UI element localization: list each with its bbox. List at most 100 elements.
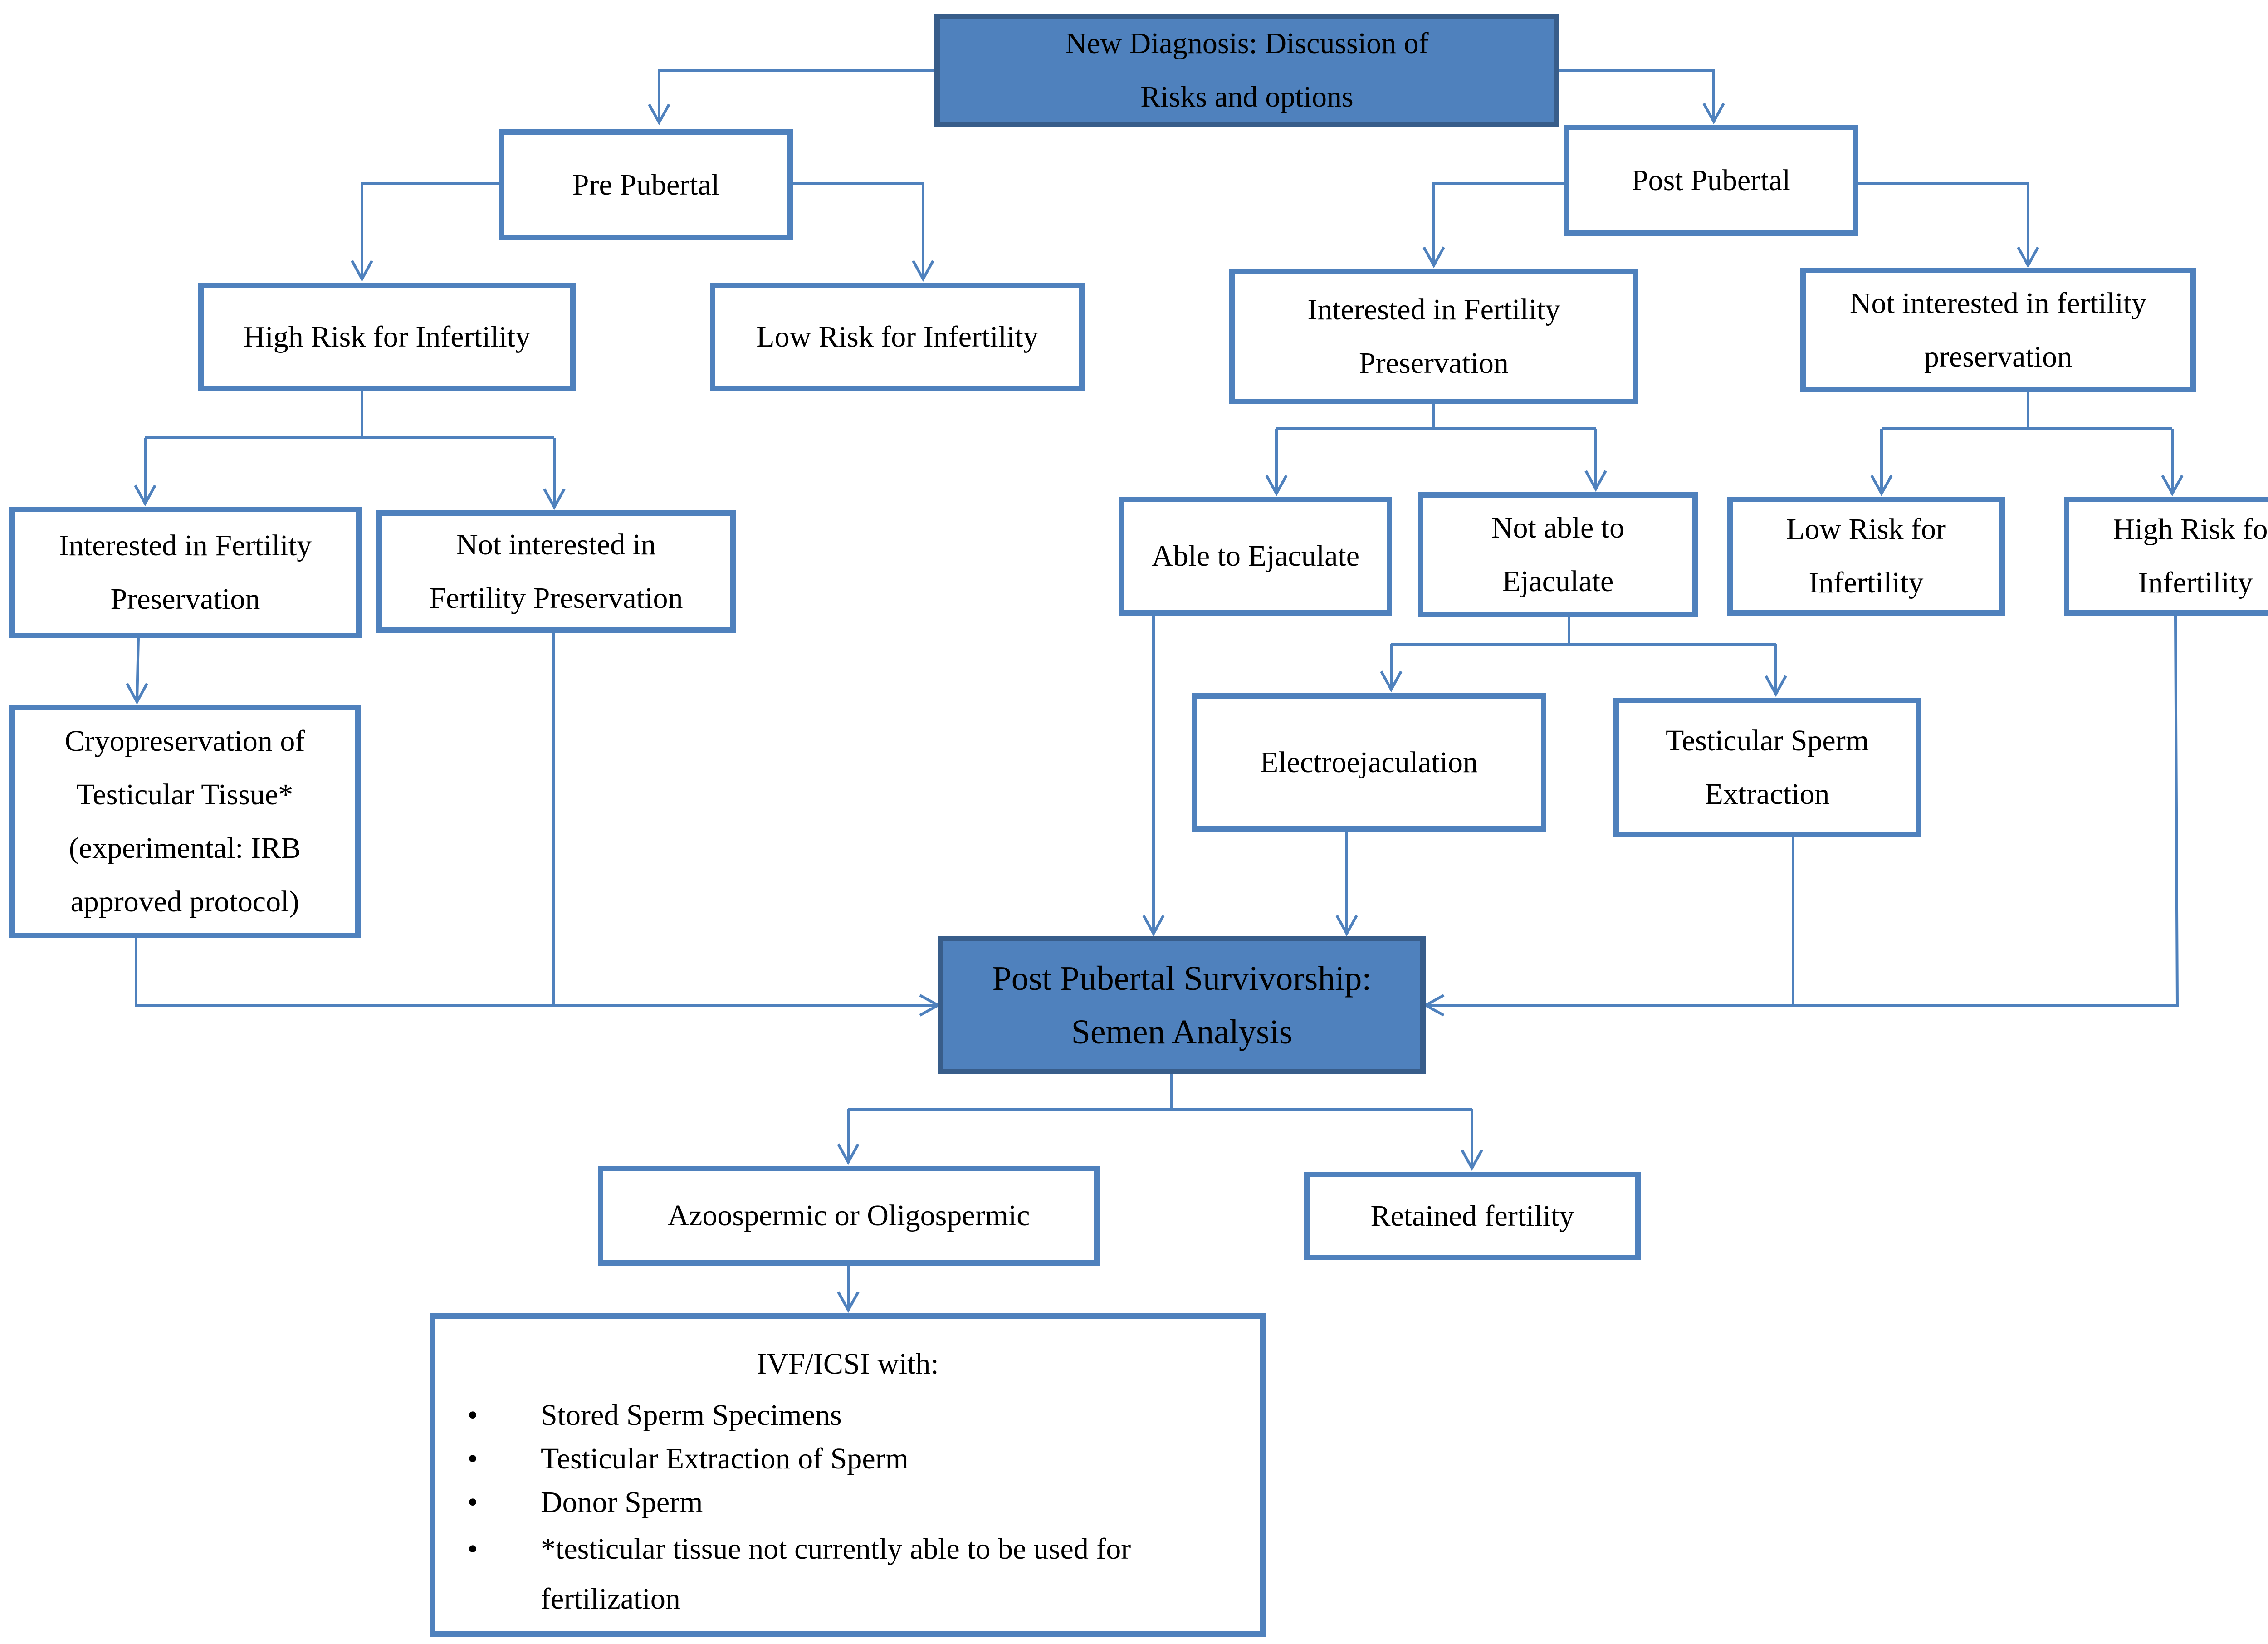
arrowhead-icon — [648, 103, 670, 126]
arrowhead-icon — [1765, 675, 1787, 697]
able-to-ejaculate-box: Able to Ejaculate — [1119, 497, 1392, 616]
node-label-line: Fertility Preservation — [429, 582, 683, 615]
pre-pubertal-text: Pre Pubertal — [572, 158, 719, 212]
list-item-text: Stored Sperm Specimens — [541, 1399, 842, 1432]
node-label-line: Azoospermic or Oligospermic — [667, 1199, 1030, 1232]
node-label-line: Retained fertility — [1370, 1199, 1574, 1233]
node-label-line: Post Pubertal — [1631, 163, 1791, 197]
arrowhead-icon — [1702, 103, 1725, 125]
node-label-line: Not interested in — [456, 528, 656, 561]
node-label-line: Not able to — [1491, 511, 1625, 544]
list-item-text: *testicular tissue not currently able to… — [541, 1532, 1131, 1615]
connector-line — [658, 69, 934, 122]
arrowhead-icon — [912, 260, 934, 282]
node-label-line: Cryopreservation of — [64, 724, 305, 758]
arrowhead-icon — [837, 1143, 860, 1165]
retained-fertility-text: Retained fertility — [1370, 1189, 1574, 1243]
new-diagnosis-box: New Diagnosis: Discussion of Risks and op… — [934, 14, 1559, 127]
ivf-icsi-list: • Stored Sperm Specimens • Testicular Extr… — [435, 1394, 1260, 1624]
electroejaculation-box: Electroejaculation — [1192, 693, 1546, 832]
arrowhead-icon — [1870, 475, 1893, 497]
arrowhead-icon — [1584, 470, 1607, 492]
list-item: • Donor Sperm — [435, 1481, 1260, 1524]
arrowhead-icon — [1422, 246, 1445, 269]
list-item: • Testicular Extraction of Sperm — [435, 1437, 1260, 1481]
cryopreservation-text: Cryopreservation of Testicular Tissue* (ex… — [65, 714, 305, 929]
node-label-line: New Diagnosis: Discussion of — [1065, 27, 1429, 60]
pre-low-risk-text: Low Risk for Infertility — [756, 310, 1038, 364]
node-label-line: Low Risk for Infertility — [756, 320, 1038, 353]
arrowhead-icon — [2017, 246, 2039, 269]
node-label-line: Electroejaculation — [1260, 745, 1478, 779]
node-label-line: Preservation — [1359, 347, 1509, 380]
arrowhead-icon — [134, 484, 156, 507]
node-label-line: Extraction — [1705, 777, 1830, 811]
bullet-icon: • — [467, 1486, 478, 1519]
bullet-icon: • — [467, 1532, 478, 1566]
node-label-line: Testicular Tissue* — [76, 778, 293, 811]
node-label-line: Not interested in fertility — [1849, 286, 2147, 320]
electroejaculation-text: Electroejaculation — [1260, 736, 1478, 789]
pre-high-risk-text: High Risk for Infertility — [244, 310, 530, 364]
node-label-line: Infertility — [2138, 566, 2253, 599]
arrowhead-icon — [1335, 915, 1358, 937]
retained-fertility-box: Retained fertility — [1304, 1172, 1641, 1260]
connector-line — [1559, 69, 1715, 122]
node-label-line: Testicular Sperm — [1665, 724, 1869, 757]
azoospermic-box: Azoospermic or Oligospermic — [598, 1166, 1100, 1266]
cryopreservation-box: Cryopreservation of Testicular Tissue* (ex… — [9, 705, 361, 938]
post-pubertal-box: Post Pubertal — [1564, 125, 1858, 236]
connector-line — [361, 182, 499, 279]
connector-line — [136, 638, 140, 702]
node-label-line: Ejaculate — [1502, 564, 1614, 598]
arrowhead-icon — [1422, 994, 1445, 1017]
node-label-line: Risks and options — [1140, 80, 1354, 113]
arrowhead-icon — [126, 683, 148, 705]
pre-high-risk-box: High Risk for Infertility — [198, 283, 576, 391]
not-able-to-ejaculate-box: Not able to Ejaculate — [1418, 492, 1698, 617]
bullet-icon: • — [467, 1442, 478, 1475]
connector-line — [793, 182, 924, 279]
ivf-icsi-box: IVF/ICSI with: • Stored Sperm Specimens •… — [430, 1313, 1266, 1637]
post-pubertal-text: Post Pubertal — [1632, 154, 1790, 207]
arrowhead-icon — [2161, 475, 2184, 497]
node-label-line: Post Pubertal Survivorship: — [992, 959, 1372, 998]
arrowhead-icon — [1380, 670, 1403, 693]
ivf-icsi-heading: IVF/ICSI with: — [757, 1347, 939, 1380]
node-label-line: Interested in Fertility — [59, 529, 312, 562]
able-to-ejaculate-text: Able to Ejaculate — [1152, 529, 1359, 583]
arrowhead-icon — [837, 1291, 860, 1313]
new-diagnosis-text: New Diagnosis: Discussion of Risks and op… — [1065, 17, 1428, 124]
node-label-line: approved protocol) — [70, 885, 299, 918]
arrowhead-icon — [543, 488, 566, 510]
connector-line — [135, 938, 938, 1007]
arrowhead-icon — [1265, 475, 1288, 497]
node-label-line: Preservation — [110, 582, 260, 616]
node-label-line: Semen Analysis — [1071, 1013, 1293, 1051]
node-label-line: (experimental: IRB — [68, 831, 301, 865]
list-item-text: Testicular Extraction of Sperm — [541, 1442, 909, 1475]
node-label-line: Interested in Fertility — [1307, 293, 1560, 326]
node-label-line: High Risk for — [2113, 513, 2268, 546]
list-item: • *testicular tissue not currently able t… — [435, 1524, 1260, 1624]
node-label-line: Pre Pubertal — [572, 168, 720, 201]
survivorship-box: Post Pubertal Survivorship: Semen Analysi… — [938, 936, 1426, 1074]
node-label-line: Infertility — [1809, 566, 1924, 599]
survivorship-text: Post Pubertal Survivorship: Semen Analysi… — [992, 952, 1371, 1059]
list-item-text: Donor Sperm — [541, 1486, 703, 1519]
arrowhead-icon — [1461, 1149, 1483, 1171]
node-label-line: Able to Ejaculate — [1151, 539, 1360, 572]
arrowhead-icon — [1142, 915, 1165, 937]
